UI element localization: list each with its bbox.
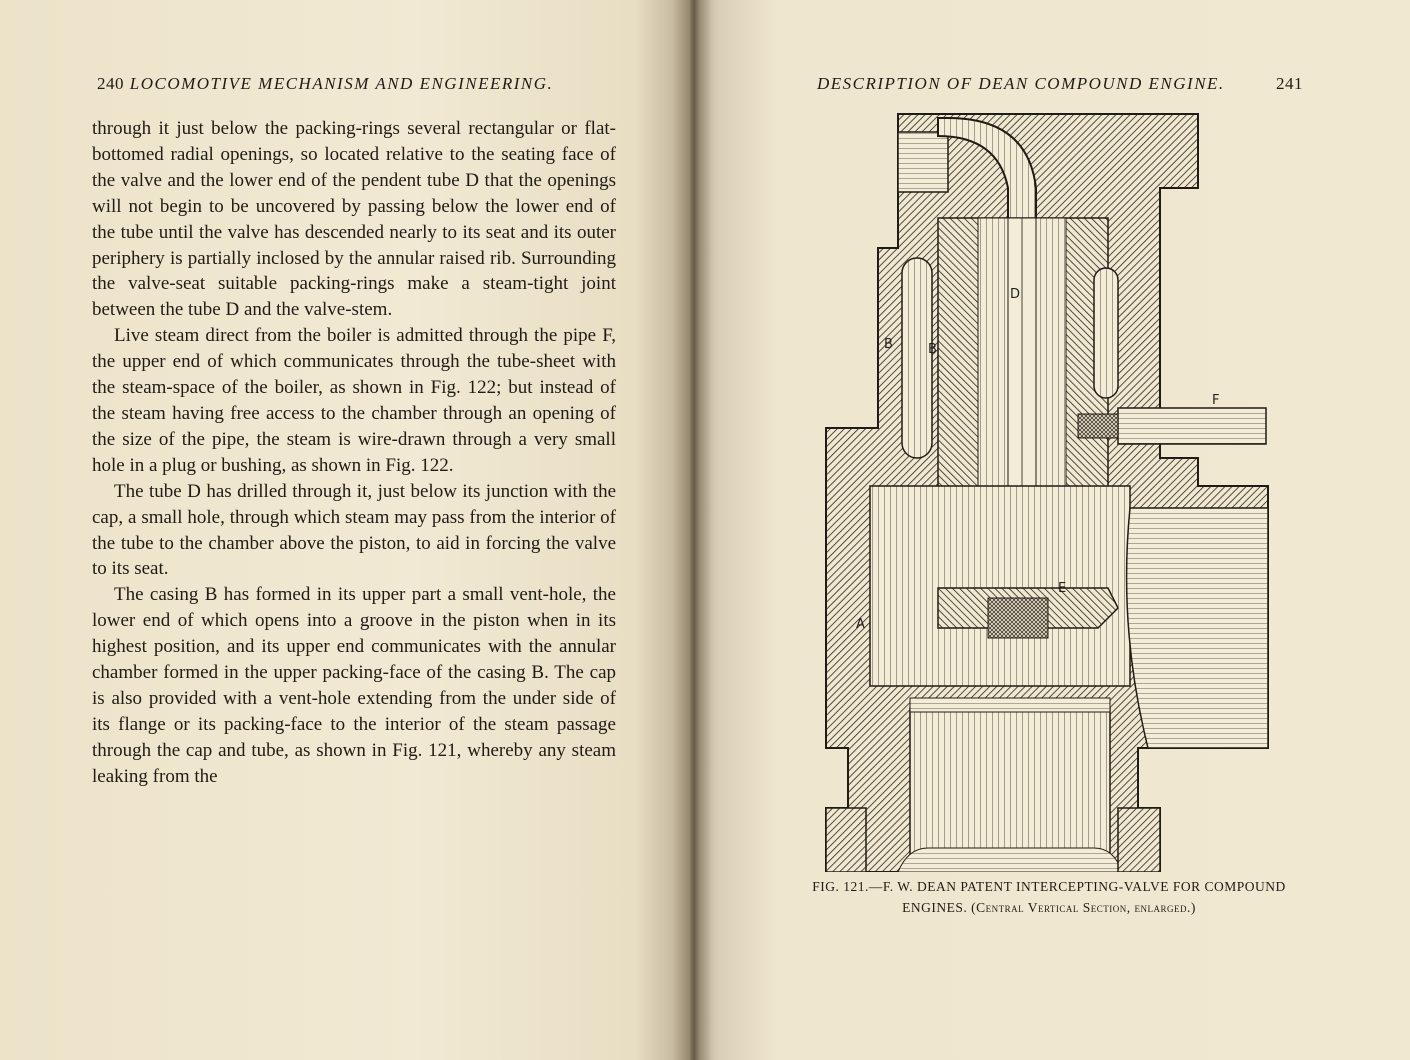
- paragraph-4: The casing B has formed in its upper par…: [92, 584, 616, 787]
- label-e: E: [1058, 581, 1066, 596]
- figure-caption: FIG. 121.—F. W. DEAN PATENT INTERCEPTING…: [788, 876, 1310, 918]
- left-running-title: LOCOMOTIVE MECHANISM AND ENGINEERING.: [129, 74, 554, 93]
- book-gutter: [672, 0, 712, 1060]
- right-running-head: DESCRIPTION OF DEAN COMPOUND ENGINE. 241: [817, 74, 1303, 94]
- paragraph-1: through it just below the packing-rings …: [92, 118, 616, 321]
- valve-section-figure: D B B F A E: [825, 113, 1269, 872]
- paragraph-3: The tube D has drilled through it, just …: [92, 480, 616, 580]
- label-b-inner: B: [928, 342, 937, 357]
- label-f: F: [1212, 393, 1219, 408]
- right-slot: [1093, 267, 1119, 399]
- left-running-head: 240 LOCOMOTIVE MECHANISM AND ENGINEERING…: [97, 74, 553, 94]
- label-b-outer: B: [884, 337, 893, 352]
- right-page-number: 241: [1276, 74, 1303, 93]
- left-page: 240 LOCOMOTIVE MECHANISM AND ENGINEERING…: [0, 0, 690, 1060]
- paragraph-2: Live steam direct from the boiler is adm…: [92, 325, 616, 476]
- cylinder-a: [869, 485, 1131, 687]
- left-page-number: 240: [97, 74, 124, 93]
- label-a: A: [856, 617, 865, 632]
- base-bore: [909, 707, 1111, 872]
- right-running-title: DESCRIPTION OF DEAN COMPOUND ENGINE.: [817, 74, 1225, 93]
- left-slot: [901, 257, 933, 459]
- label-d: D: [1010, 287, 1020, 302]
- caption-line-2: ENGINES. (Central Vertical Section, enla…: [902, 900, 1196, 915]
- caption-line-1: FIG. 121.—F. W. DEAN PATENT INTERCEPTING…: [812, 879, 1286, 894]
- left-body-text: through it just below the packing-rings …: [92, 116, 616, 790]
- piston-e: [987, 597, 1049, 639]
- pipe-f: [1117, 407, 1267, 445]
- top-bore: [897, 131, 949, 193]
- side-passage: [1125, 507, 1269, 749]
